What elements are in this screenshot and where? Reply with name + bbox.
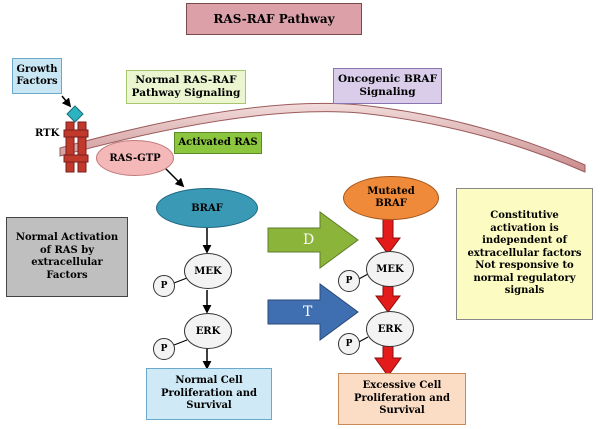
- phosphate-mek-oncogenic: P: [338, 270, 360, 292]
- normal-activation-note: Normal Activation of RAS by extracellula…: [6, 217, 128, 297]
- ras-gtp-node: RAS-GTP: [96, 140, 174, 176]
- red-arrow-braf-mek: [375, 217, 401, 255]
- braf-node: BRAF: [156, 188, 258, 228]
- constitutive-activation-note: Constitutive activation is independent o…: [456, 188, 593, 320]
- arrow-growth-to-receptor: [61, 95, 72, 108]
- erk-node-oncogenic: ERK: [366, 311, 414, 347]
- mek-node-oncogenic: MEK: [366, 251, 414, 287]
- red-arrow-erk-outcome: [374, 344, 402, 377]
- activated-ras-label: Activated RAS: [174, 132, 262, 154]
- oncogenic-signaling-heading: Oncogenic BRAF Signaling: [333, 68, 442, 104]
- diagram-title: RAS-RAF Pathway: [186, 3, 362, 35]
- cell-membrane: [59, 102, 586, 173]
- arrow-t-label: T: [303, 304, 313, 320]
- rtk-label: RTK: [35, 128, 60, 139]
- growth-factor-ligand: [66, 105, 84, 123]
- phosphate-mek-normal: P: [153, 275, 175, 297]
- erk-node-normal: ERK: [184, 313, 232, 349]
- growth-factors-label: Growth Factors: [12, 58, 62, 94]
- mek-node-normal: MEK: [184, 253, 232, 289]
- normal-outcome-box: Normal Cell Proliferation and Survival: [146, 368, 272, 420]
- normal-signaling-heading: Normal RAS-RAF Pathway Signaling: [126, 70, 246, 104]
- arrow-d: [267, 211, 359, 269]
- phosphate-erk-normal: P: [153, 338, 175, 360]
- arrow-ras-to-braf: [164, 167, 185, 188]
- phosphate-erk-oncogenic: P: [338, 333, 360, 355]
- mutated-braf-node: Mutated BRAF: [343, 176, 439, 220]
- excessive-outcome-box: Excessive Cell Proliferation and Surviva…: [338, 373, 466, 425]
- arrow-t: [267, 283, 359, 341]
- rtk-receptor: [63, 121, 89, 173]
- arrow-d-label: D: [303, 232, 315, 248]
